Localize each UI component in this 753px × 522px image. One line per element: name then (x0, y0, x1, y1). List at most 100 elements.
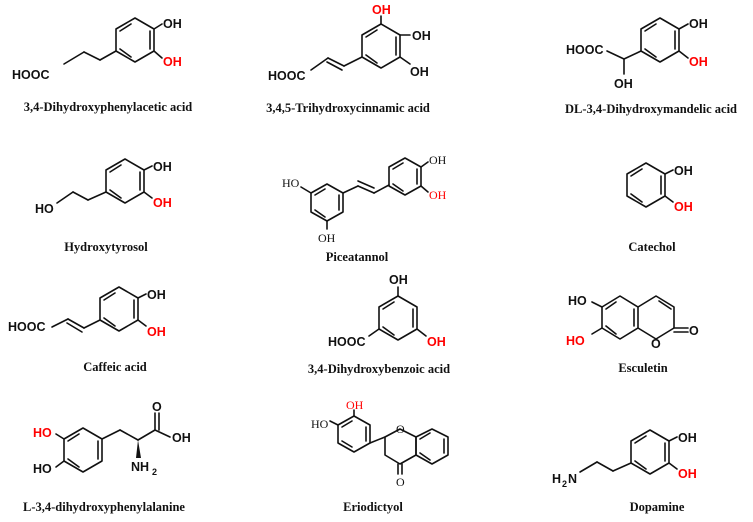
hydroxyl-label: OH (163, 17, 182, 31)
bond (357, 185, 375, 194)
bond (664, 195, 674, 203)
hydroxyl-label-highlight: OH (427, 335, 446, 349)
compound-name: 3,4-Dihydroxybenzoic acid (308, 362, 450, 376)
compound-dopamine: OH OH H 2 N Dopamine (552, 429, 697, 514)
hydroxyl-label: OH (614, 77, 633, 91)
bond (399, 56, 411, 65)
bond (119, 429, 139, 441)
carboxyl-label: HOOC (566, 43, 604, 57)
bond (67, 318, 85, 329)
bond (342, 185, 359, 194)
ring-oxygen-label: O (651, 337, 661, 351)
compound-name: Catechol (628, 240, 676, 254)
bond (579, 461, 598, 473)
compound-name: Eriodictyol (343, 500, 403, 514)
bond (300, 186, 312, 194)
hydroxyl-label-highlight: HO (33, 426, 52, 440)
hydroxyl-label: HO (311, 417, 329, 431)
compound-name: L-3,4-dihydroxyphenylalanine (23, 500, 185, 514)
bond (416, 328, 427, 337)
bond (143, 165, 153, 171)
compound-dihydroxymandelic-acid: OH OH HOOC OH DL-3,4-Dihydroxymandelic a… (565, 17, 737, 116)
bond (83, 319, 101, 329)
bond (606, 50, 625, 60)
benzene-ring-right (388, 157, 422, 196)
bond (51, 318, 69, 328)
hydroxyl-label: OH (147, 288, 166, 302)
fused-benzene-ring (415, 428, 449, 465)
bond (154, 429, 171, 438)
hydroxyl-label: HO (568, 294, 587, 308)
bond (55, 433, 65, 440)
carboxyl-label: HOOC (268, 69, 306, 83)
bond (87, 191, 107, 201)
hydroxyl-label: OH (172, 431, 191, 445)
hydroxyl-label: OH (318, 231, 336, 245)
compound-name: Caffeic acid (83, 360, 147, 374)
bond (310, 57, 329, 71)
bond (101, 429, 121, 440)
hydroxyl-label: OH (389, 273, 408, 287)
ring-oxygen-label: O (396, 422, 405, 436)
catechol-ring (337, 415, 371, 453)
compound-catechol: OH OH Catechol (626, 162, 693, 254)
compound-name: Dopamine (630, 500, 685, 514)
bond (153, 23, 163, 30)
bond (678, 23, 689, 30)
compound-hydroxytyrosol: OH OH HO Hydroxytyrosol (35, 158, 172, 254)
bond (327, 57, 345, 67)
bond (368, 328, 380, 337)
amino-label: N (568, 472, 577, 486)
hydroxyl-label: HO (33, 462, 52, 476)
bond (420, 185, 429, 193)
compound-name: Esculetin (618, 361, 667, 375)
bond (72, 191, 89, 201)
hydroxyl-label-highlight: OH (678, 467, 697, 481)
bond (63, 51, 85, 65)
bond (137, 293, 147, 299)
compound-eriodictyol: OH HO O O Eriodictyol (311, 398, 449, 514)
bond (668, 462, 678, 470)
compound-esculetin: HO HO O O Esculetin (566, 294, 699, 375)
bond (623, 50, 642, 60)
benzene-ring (63, 427, 103, 473)
compound-name: 3,4,5-Trihydroxycinnamic acid (266, 101, 430, 115)
bond (56, 191, 74, 204)
hydroxyl-label: OH (153, 160, 172, 174)
benzene-ring (640, 17, 680, 63)
hydroxyl-label-highlight: OH (153, 196, 172, 210)
hydroxyl-label: OH (410, 65, 429, 79)
hydroxyl-label-highlight: OH (346, 398, 364, 412)
bond (591, 301, 603, 308)
hydroxyl-label-highlight: OH (372, 3, 391, 17)
benzene-ring (361, 23, 401, 69)
hydroxyl-label: OH (689, 17, 708, 31)
bond (596, 461, 614, 472)
compound-l-dopa: HO HO O OH NH 2 L-3,4-dihydroxyphenylala… (23, 400, 191, 514)
hydroxyl-label-highlight: OH (689, 55, 708, 69)
hydroxyl-label: OH (412, 29, 431, 43)
bond (55, 460, 65, 468)
carboxyl-label: HOOC (12, 68, 50, 82)
bond (153, 50, 163, 59)
benzene-ring (626, 162, 666, 208)
hydroxyl-label: OH (678, 431, 697, 445)
bond (329, 420, 339, 426)
bond (678, 50, 689, 59)
compound-piceatannol: OH OH HO OH Piceatannol (282, 153, 447, 264)
hydroxyl-label-highlight: OH (147, 325, 166, 339)
benzene-ring (630, 429, 670, 475)
compound-dihydroxyphenylacetic-acid: OH OH HOOC 3,4-Dihydroxyphenylacetic aci… (12, 17, 192, 114)
compound-dihydroxybenzoic-acid: OH OH HOOC 3,4-Dihydroxybenzoic acid (308, 273, 450, 376)
hydroxyl-label-highlight: OH (429, 188, 447, 202)
compound-name: Piceatannol (326, 250, 389, 264)
bond (137, 319, 147, 327)
bond (369, 436, 386, 444)
hydroxyl-label-highlight: HO (566, 334, 585, 348)
hydroxyl-label: OH (674, 164, 693, 178)
pyranone-ring (637, 295, 675, 340)
benzene-ring (99, 286, 139, 332)
bond (612, 462, 632, 472)
